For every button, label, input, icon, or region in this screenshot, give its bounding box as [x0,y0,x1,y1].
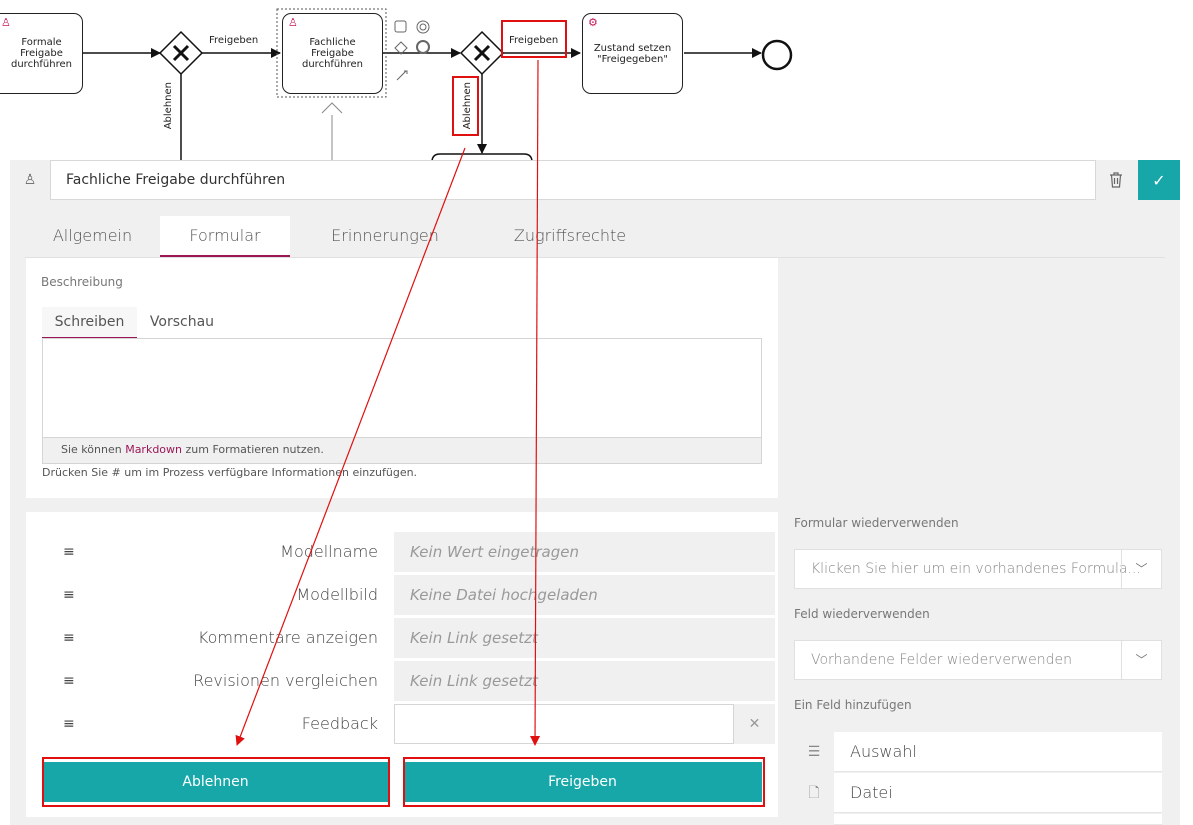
drag-handle-icon[interactable]: ≡ [63,716,75,732]
task-fachliche-freigabe[interactable]: ♙ Fachliche Freigabe durchführen [282,13,383,94]
context-pad-task-icon [394,20,407,33]
subtab-vorschau[interactable]: Vorschau [149,314,215,330]
task-zustand-setzen[interactable]: ⚙ Zustand setzen "Freigegeben" [582,13,683,94]
field-value[interactable]: Kein Wert eingetragen [394,532,775,572]
clear-icon[interactable]: ✕ [734,704,775,744]
reuse-field-placeholder: Vorhandene Felder wiederverwenden [811,652,1072,668]
feedback-input[interactable] [394,704,734,744]
edge-label-freigeben-2[interactable]: Freigeben [509,35,559,46]
add-field-more[interactable] [794,814,1162,825]
reuse-field-label: Feld wiederverwenden [794,607,930,621]
task-label: Zustand setzen "Freigegeben" [593,42,672,65]
task-label: Formale Freigabe durchführen [11,37,72,70]
selection-frame [276,8,387,98]
context-pad-end-icon [416,40,430,54]
reuse-form-label: Formular wiederverwenden [794,516,959,530]
properties-panel: ♙ Fachliche Freigabe durchführen ✓ Allge… [10,160,1180,825]
task-formale-freigabe[interactable]: ♙ Formale Freigabe durchführen [0,13,83,94]
bpmn-edges [83,8,793,165]
edge-label-freigeben-1[interactable]: Freigeben [209,35,259,46]
annotation-box-reject [42,757,390,807]
tab-bar: Allgemein Formular Erinnerungen Zugriffs… [25,216,1165,258]
context-pad [394,20,430,81]
field-value[interactable]: Kein Link gesetzt [394,661,775,701]
drag-handle-icon[interactable]: ≡ [63,673,75,689]
user-task-icon: ♙ [288,16,298,29]
markdown-hint-prefix: Sie können [61,443,126,456]
chevron-down-icon[interactable]: ﹀ [1121,550,1161,588]
edge-label-ablehnen-1[interactable]: Ablehnen [163,82,174,130]
markdown-hint-bar: Sie können Markdown zum Formatieren nutz… [42,438,762,464]
form-field-row: ≡ Modellname Kein Wert eingetragen [26,532,778,572]
add-field-auswahl-label: Auswahl [850,742,917,761]
description-label: Beschreibung [41,275,123,289]
form-field-row: ≡ Revisionen vergleichen Kein Link geset… [26,661,778,701]
context-pad-intermediate-icon [416,20,430,34]
user-icon: ♙ [10,160,50,200]
add-field-label: Ein Feld hinzufügen [794,698,912,712]
end-event [761,39,793,71]
chevron-down-icon[interactable]: ﹀ [1121,641,1161,679]
field-label: Feedback [301,714,378,733]
approve-button[interactable]: Freigeben [403,762,762,802]
markdown-link[interactable]: Markdown [125,443,183,456]
subtab-schreiben[interactable]: Schreiben [42,307,137,338]
list-icon: ☰ [794,732,834,772]
markdown-hint-suffix: zum Formatieren nutzen. [182,443,324,456]
field-label: Revisionen vergleichen [193,671,378,690]
reject-button[interactable]: Ablehnen [42,762,389,802]
annotation-box-approve [403,757,765,807]
add-field-datei[interactable]: 🗋 Datei [794,773,1162,813]
file-icon: 🗋 [794,773,834,813]
tab-erinnerungen[interactable]: Erinnerungen [331,226,439,245]
field-value[interactable]: Kein Link gesetzt [394,618,775,658]
drag-handle-icon[interactable]: ≡ [63,630,75,646]
delete-button[interactable] [1096,160,1136,200]
field-label: Modellname [280,542,378,561]
exclusive-gateway-2 [459,30,505,76]
task-label: Fachliche Freigabe durchführen [302,37,363,70]
reuse-field-select[interactable]: Vorhandene Felder wiederverwenden ﹀ [794,640,1162,680]
context-pad-gateway-icon [394,41,408,55]
form-field-row: ≡ Modellbild Keine Datei hochgeladen [26,575,778,615]
annotation-box-ablehnen-edge [452,76,479,136]
form-preview-card: ≡ Modellname Kein Wert eingetragen ≡ Mod… [26,512,778,817]
description-card: Beschreibung Schreiben Vorschau Sie könn… [26,258,778,498]
add-field-auswahl[interactable]: ☰ Auswahl [794,732,1162,772]
reuse-form-select[interactable]: Klicken Sie hier um ein vorhandenes Form… [794,549,1162,589]
field-type-icon [794,814,834,825]
confirm-button[interactable]: ✓ [1138,160,1180,200]
trash-icon [1110,172,1122,188]
bpmn-canvas[interactable]: ♙ Formale Freigabe durchführen ♙ Fachlic… [0,0,1193,165]
field-label: Modellbild [296,585,378,604]
field-label: Kommentare anzeigen [197,628,378,647]
service-task-icon: ⚙ [588,16,598,29]
exclusive-gateway-1 [158,30,204,76]
insert-info-hint: Drücken Sie # um im Prozess verfügbare I… [42,466,418,479]
form-field-row: ≡ Kommentare anzeigen Kein Link gesetzt [26,618,778,658]
user-task-icon: ♙ [1,16,11,29]
tab-zugriffsrechte[interactable]: Zugriffsrechte [513,226,627,245]
check-icon: ✓ [1152,170,1166,190]
tab-formular[interactable]: Formular [160,216,290,257]
description-textarea[interactable] [42,338,762,438]
context-pad-connect-icon [396,70,408,81]
connector-arrow [321,102,343,114]
task-title-input[interactable]: Fachliche Freigabe durchführen [50,160,1096,200]
form-field-row-feedback: ≡ Feedback ✕ [26,704,778,744]
add-field-datei-label: Datei [850,783,893,802]
panel-header: ♙ Fachliche Freigabe durchführen ✓ [10,160,1180,200]
drag-handle-icon[interactable]: ≡ [63,587,75,603]
reuse-form-placeholder: Klicken Sie hier um ein vorhandenes Form… [811,561,1141,577]
drag-handle-icon[interactable]: ≡ [63,544,75,560]
field-value[interactable]: Keine Datei hochgeladen [394,575,775,615]
tab-allgemein[interactable]: Allgemein [52,226,133,245]
annotation-box-freigeben-edge [501,20,567,58]
